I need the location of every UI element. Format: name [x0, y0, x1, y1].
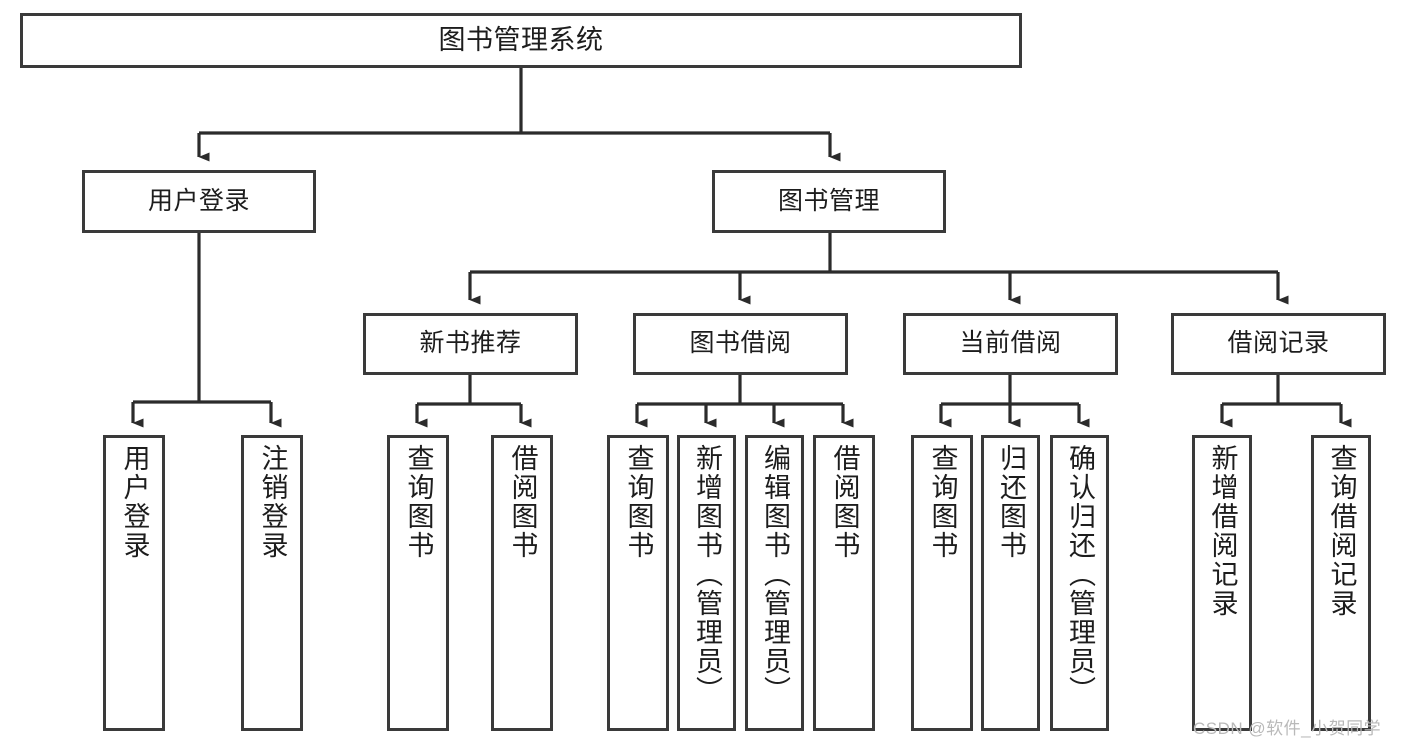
node-leaf-borrow-book-1-label: 借阅图书 — [507, 444, 538, 560]
node-leaf-query-book-3-label: 查询图书 — [927, 444, 958, 560]
node-user-login-label: 用户登录 — [147, 186, 250, 215]
node-leaf-return-book-label: 归还图书 — [996, 444, 1026, 560]
node-current-borrow[interactable]: 当前借阅 — [903, 313, 1118, 375]
node-leaf-query-book-1[interactable]: 查询图书 — [387, 435, 449, 731]
node-book-manage[interactable]: 图书管理 — [712, 170, 946, 233]
node-leaf-edit-book-admin-label: 编辑图书（管理员） — [760, 444, 790, 705]
node-borrow-record-label: 借阅记录 — [1227, 329, 1330, 358]
node-leaf-query-book-1-label: 查询图书 — [403, 444, 434, 560]
node-leaf-add-book-admin[interactable]: 新增图书（管理员） — [677, 435, 736, 731]
node-leaf-user-login-label: 用户登录 — [119, 444, 150, 560]
node-leaf-add-record-label: 新增借阅记录 — [1207, 444, 1238, 618]
node-leaf-confirm-return-admin-label: 确认归还（管理员） — [1065, 444, 1095, 705]
node-leaf-borrow-book-2-label: 借阅图书 — [829, 444, 860, 560]
node-leaf-confirm-return-admin[interactable]: 确认归还（管理员） — [1050, 435, 1109, 731]
node-leaf-add-record[interactable]: 新增借阅记录 — [1192, 435, 1252, 731]
node-leaf-query-book-2[interactable]: 查询图书 — [607, 435, 669, 731]
node-leaf-user-login[interactable]: 用户登录 — [103, 435, 165, 731]
node-new-book-rec-label: 新书推荐 — [419, 329, 522, 358]
node-borrow-record[interactable]: 借阅记录 — [1171, 313, 1386, 375]
node-leaf-edit-book-admin[interactable]: 编辑图书（管理员） — [745, 435, 804, 731]
node-leaf-logout-label: 注销登录 — [257, 444, 288, 560]
node-new-book-rec[interactable]: 新书推荐 — [363, 313, 578, 375]
node-leaf-logout[interactable]: 注销登录 — [241, 435, 303, 731]
node-leaf-borrow-book-2[interactable]: 借阅图书 — [813, 435, 875, 731]
node-current-borrow-label: 当前借阅 — [959, 329, 1062, 358]
node-book-borrow-label: 图书借阅 — [689, 329, 792, 358]
node-leaf-query-book-3[interactable]: 查询图书 — [911, 435, 973, 731]
node-leaf-query-record[interactable]: 查询借阅记录 — [1311, 435, 1371, 731]
node-root[interactable]: 图书管理系统 — [20, 13, 1022, 68]
csdn-watermark: CSDN @软件_小贺同学 — [1193, 719, 1382, 738]
node-leaf-add-book-admin-label: 新增图书（管理员） — [692, 444, 722, 705]
node-leaf-borrow-book-1[interactable]: 借阅图书 — [491, 435, 553, 731]
node-book-manage-label: 图书管理 — [777, 186, 880, 215]
node-root-label: 图书管理系统 — [438, 24, 604, 55]
node-leaf-return-book[interactable]: 归还图书 — [981, 435, 1040, 731]
node-leaf-query-book-2-label: 查询图书 — [623, 444, 654, 560]
node-leaf-query-record-label: 查询借阅记录 — [1326, 444, 1357, 618]
node-book-borrow[interactable]: 图书借阅 — [633, 313, 848, 375]
node-user-login[interactable]: 用户登录 — [82, 170, 316, 233]
